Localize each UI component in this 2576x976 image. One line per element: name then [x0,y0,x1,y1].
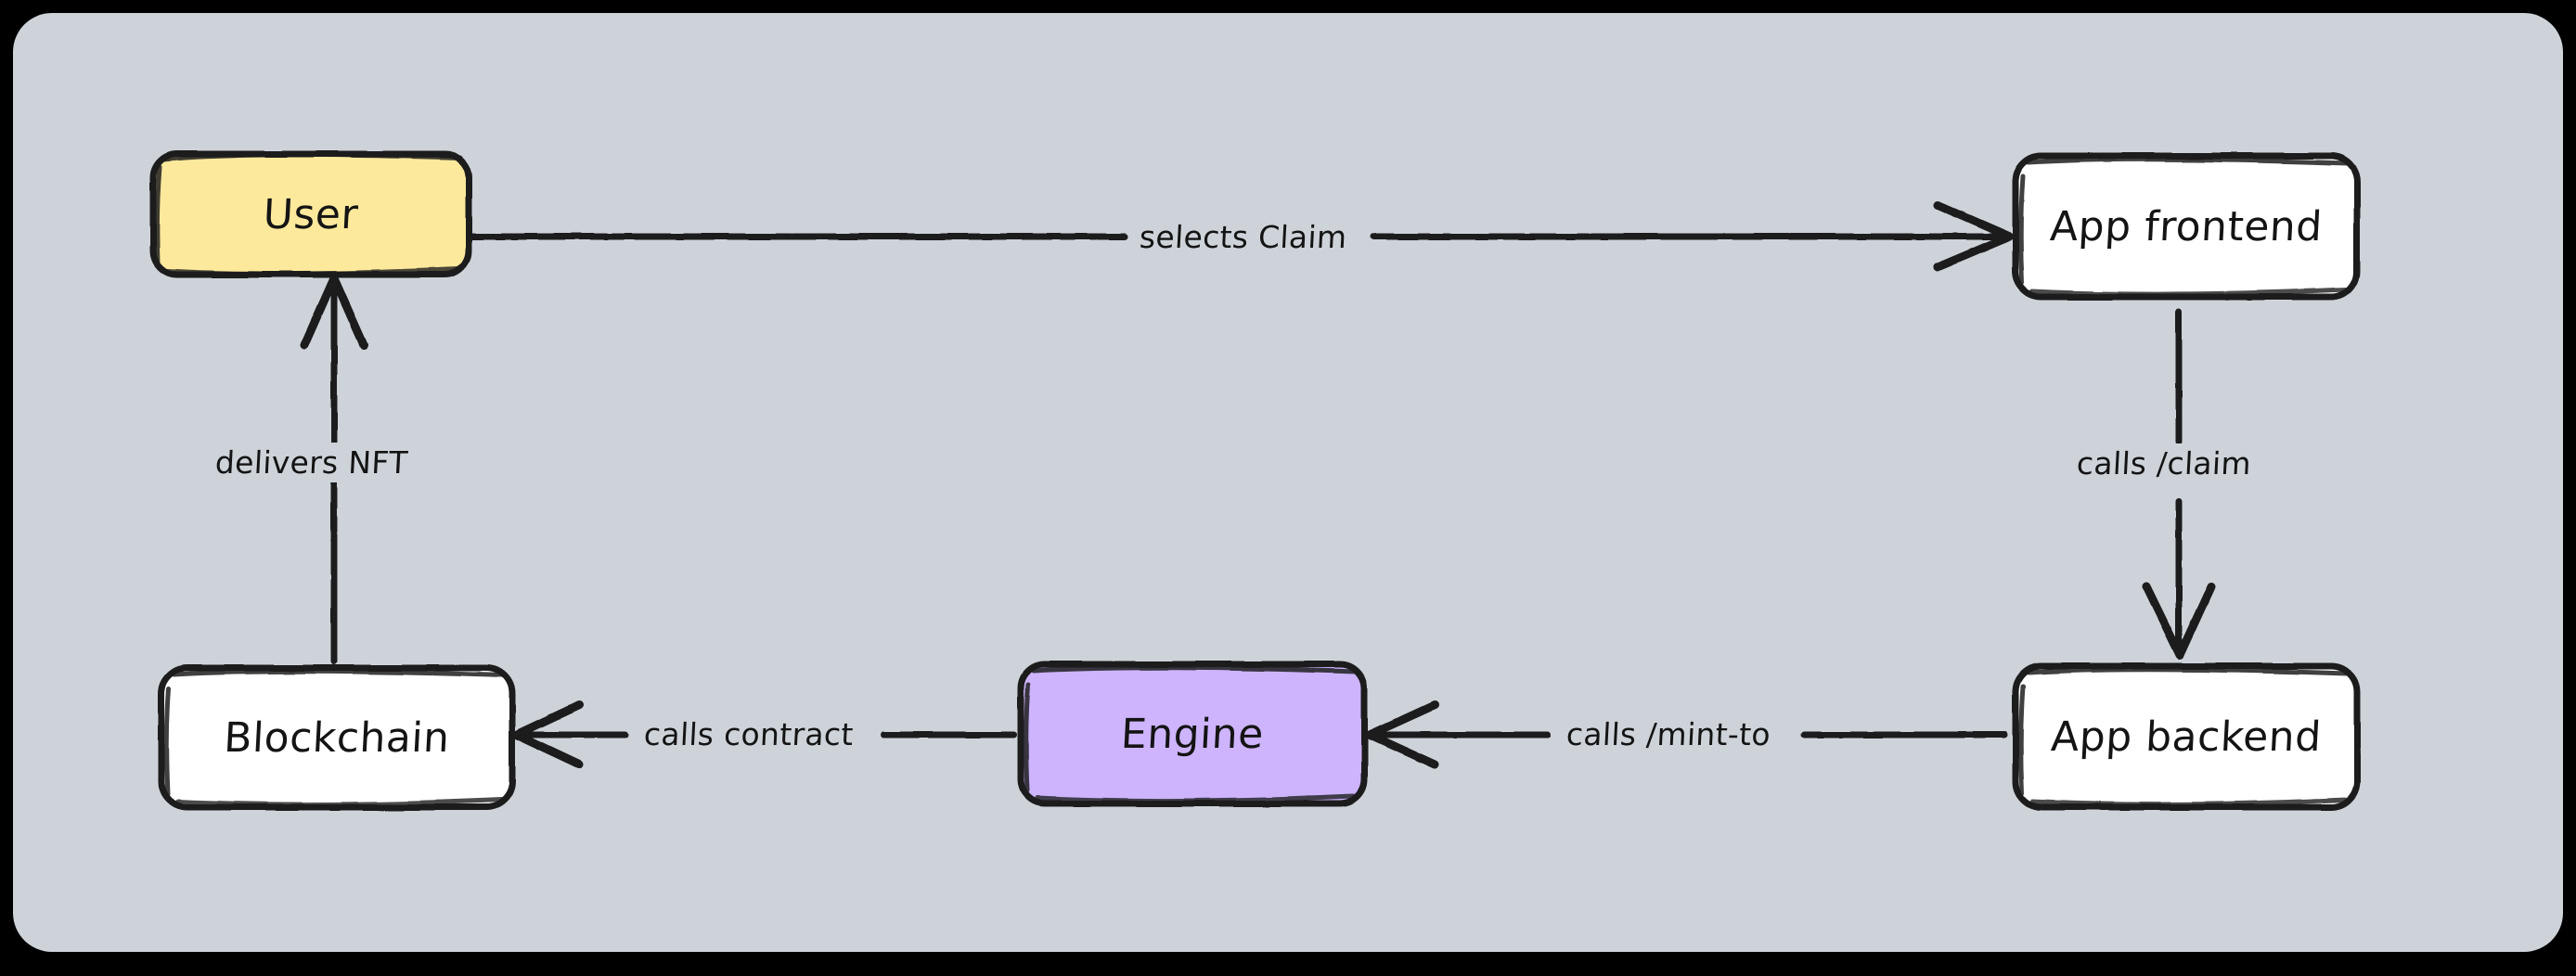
node-hit-app-frontend[interactable] [2016,156,2357,297]
node-hit-user[interactable] [153,154,469,275]
node-hit-blockchain[interactable] [161,668,512,807]
node-hit-engine[interactable] [1021,664,1364,803]
node-hit-app-backend[interactable] [2016,666,2357,807]
